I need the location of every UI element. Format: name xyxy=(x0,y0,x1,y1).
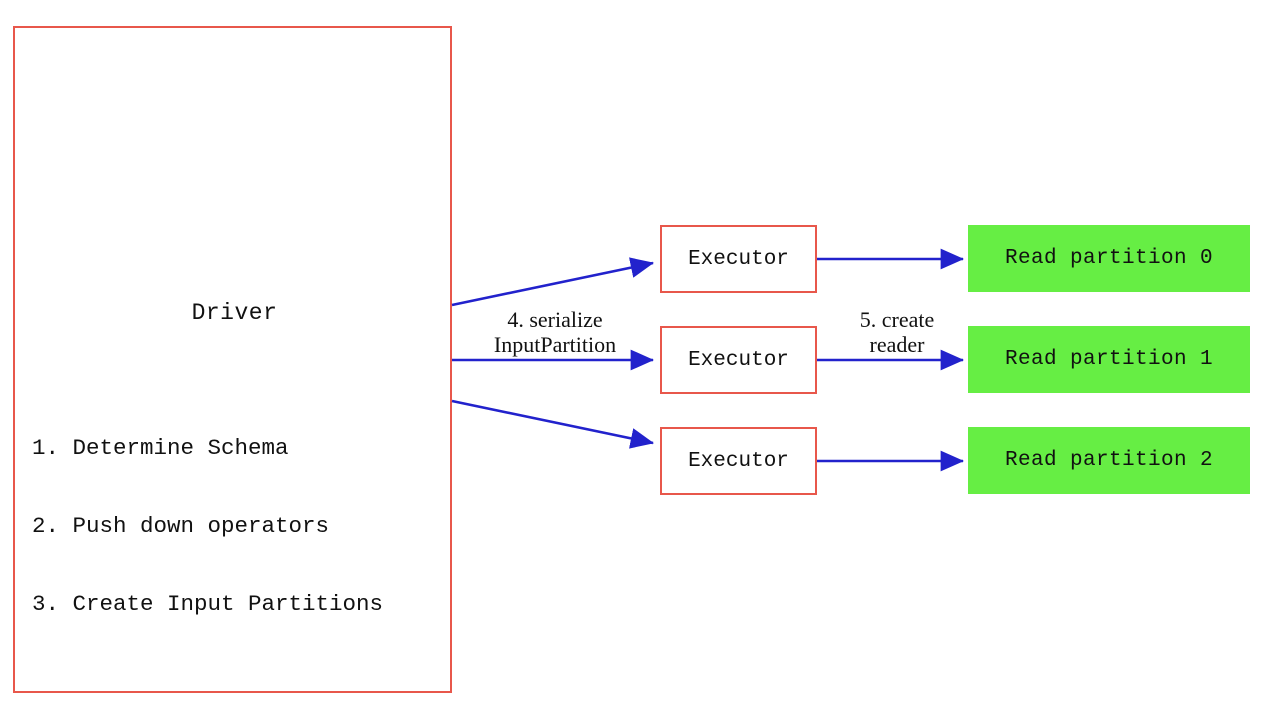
driver-box: Driver 1. Determine Schema 2. Push down … xyxy=(13,26,452,693)
driver-step-1: 1. Determine Schema xyxy=(32,435,289,461)
arrow-driver-to-executor-2 xyxy=(451,399,655,449)
arrow-label-serialize-line1: 4. serialize xyxy=(507,307,603,332)
read-partition-box-2: Read partition 2 xyxy=(968,427,1250,494)
driver-step-3: 3. Create Input Partitions xyxy=(32,591,384,617)
driver-step-2: 2. Push down operators xyxy=(32,513,330,539)
executor-box-1: Executor xyxy=(660,326,817,394)
arrow-label-serialize-line2: InputPartition xyxy=(493,332,617,357)
arrow-label-create-reader-line2: reader xyxy=(869,332,925,357)
arrow-label-create-reader: 5. create reader xyxy=(824,307,970,357)
read-partition-box-0: Read partition 0 xyxy=(968,225,1250,292)
arrow-label-create-reader-line1: 5. create xyxy=(859,307,935,332)
executor-box-0: Executor xyxy=(660,225,817,293)
driver-steps-list: 1. Determine Schema 2. Push down operato… xyxy=(32,383,383,669)
driver-title: Driver xyxy=(191,300,278,326)
arrow-label-serialize: 4. serialize InputPartition xyxy=(462,307,648,357)
read-partition-box-1: Read partition 1 xyxy=(968,326,1250,393)
executor-box-2: Executor xyxy=(660,427,817,495)
arrow-driver-to-executor-0 xyxy=(451,257,655,307)
